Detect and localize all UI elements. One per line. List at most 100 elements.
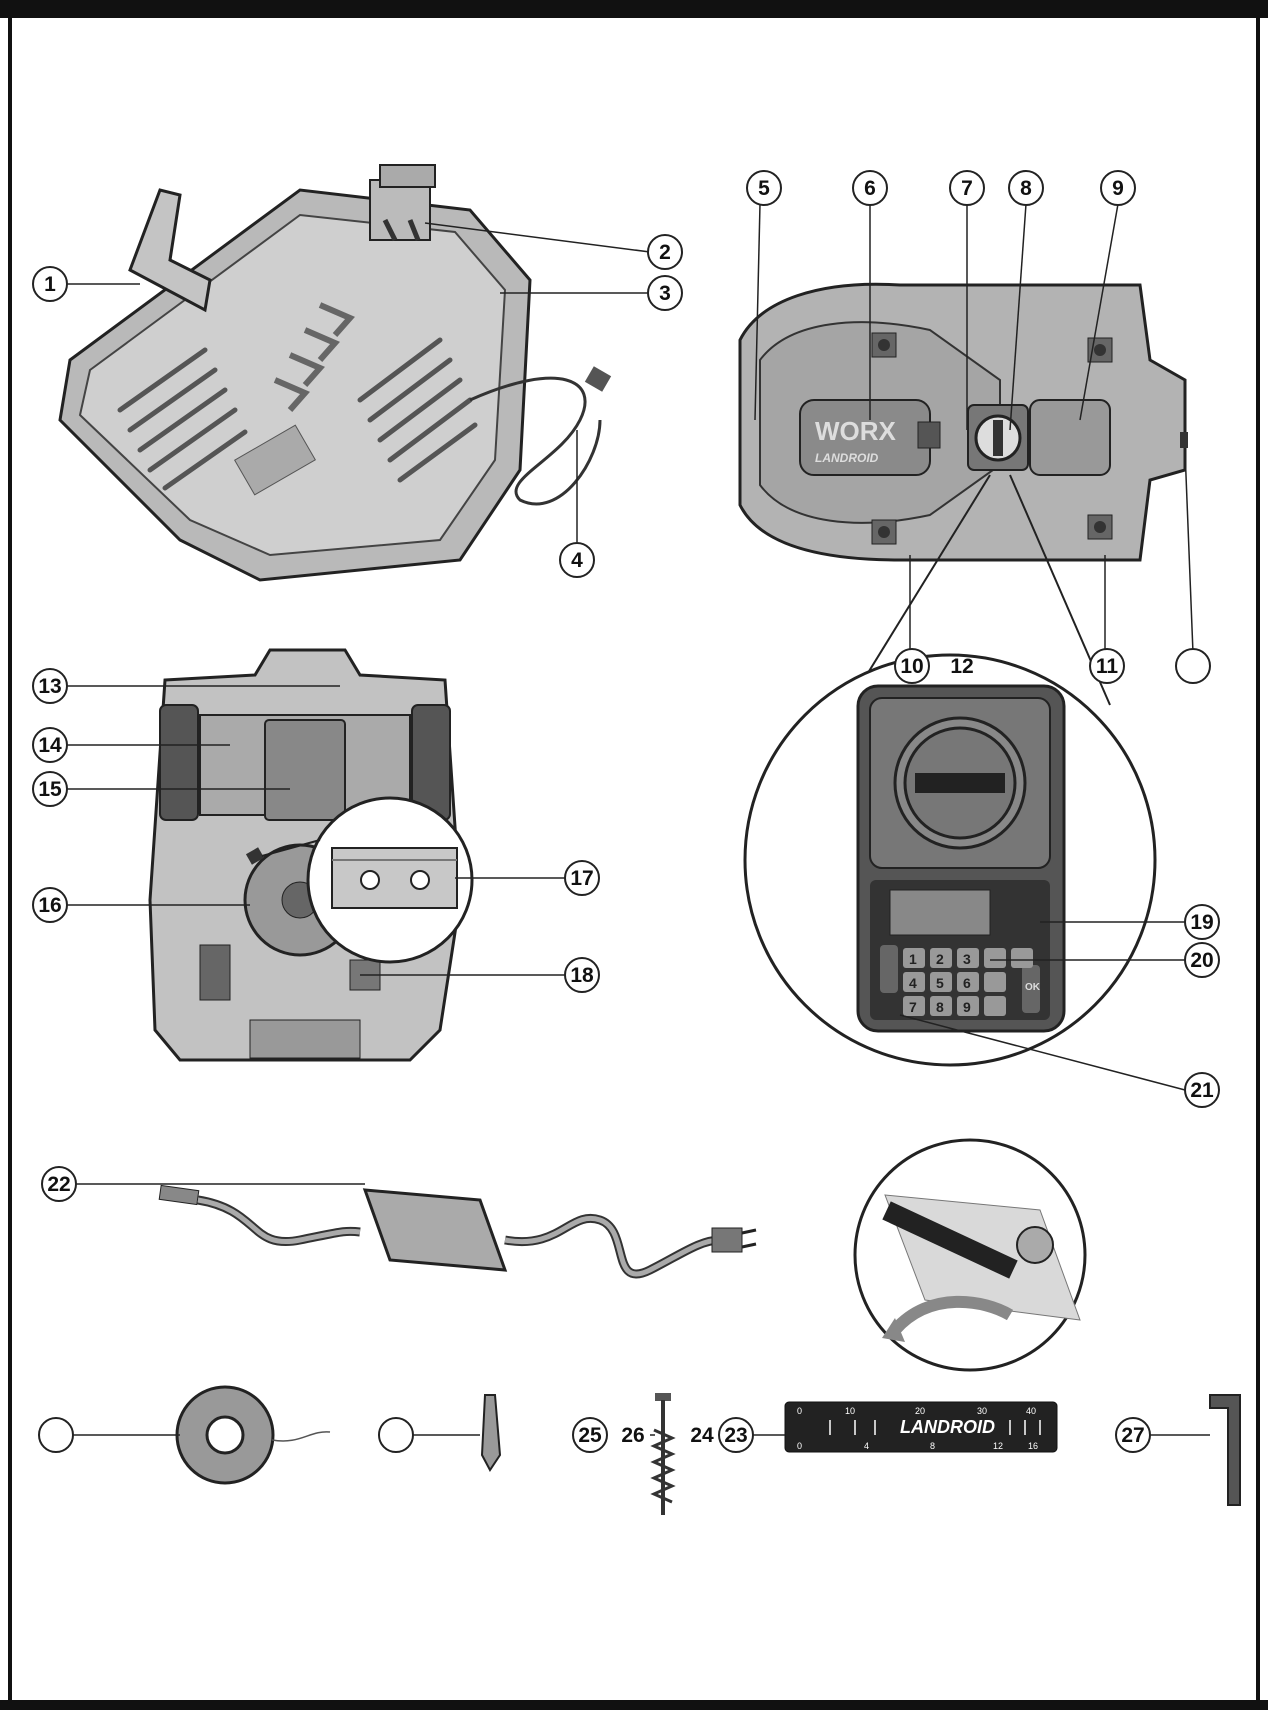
callout-18: 18 bbox=[564, 957, 600, 993]
keypad-key-9: 9 bbox=[963, 999, 971, 1015]
callout-7-label: 7 bbox=[961, 177, 973, 200]
callout-13-label: 13 bbox=[38, 675, 61, 698]
callout-25-label: 25 bbox=[578, 1424, 602, 1447]
keypad-detail: OK 1 2 3 4 5 6 7 8 9 bbox=[743, 474, 1157, 1067]
callout-11-label: 11 bbox=[1096, 655, 1119, 678]
keypad-key-4: 4 bbox=[909, 975, 917, 991]
up-arrow-key-icon bbox=[984, 948, 1006, 968]
callout-17: 17 bbox=[564, 860, 600, 896]
wire-peg bbox=[480, 1394, 502, 1472]
ruler-top-30: 30 bbox=[977, 1406, 987, 1416]
callout-23: 23 bbox=[718, 1417, 754, 1453]
callout-26-label: 26 bbox=[621, 1424, 644, 1447]
callout-10-label: 10 bbox=[900, 655, 923, 678]
callout-15-label: 15 bbox=[38, 778, 62, 801]
callout-24-label: 24 bbox=[690, 1424, 714, 1447]
callout-9: 9 bbox=[1100, 170, 1136, 206]
keypad-keys: 1 2 3 4 5 6 7 8 9 bbox=[903, 948, 1033, 1016]
callout-21-label: 21 bbox=[1190, 1079, 1214, 1102]
allen-key bbox=[1209, 1394, 1241, 1506]
page-border-top bbox=[0, 0, 1268, 18]
callout-6: 6 bbox=[852, 170, 888, 206]
callout-21: 21 bbox=[1184, 1072, 1220, 1108]
callout-2: 2 bbox=[647, 234, 683, 270]
callout-16-label: 16 bbox=[38, 894, 61, 917]
ruler-top-10: 10 bbox=[845, 1406, 855, 1416]
keypad-key-2: 2 bbox=[936, 951, 944, 967]
callout-blank-wire bbox=[38, 1417, 74, 1453]
callout-27: 27 bbox=[1115, 1417, 1151, 1453]
lawn-screw bbox=[650, 1393, 676, 1515]
ruler-top-40: 40 bbox=[1026, 1406, 1036, 1416]
back-key-icon bbox=[1011, 948, 1033, 968]
ruler-bottom-16: 16 bbox=[1028, 1441, 1038, 1451]
mower-bottom-view bbox=[148, 648, 474, 1062]
callout-12-label: 12 bbox=[950, 655, 973, 678]
down-arrow-key-icon bbox=[984, 972, 1006, 992]
callout-14: 14 bbox=[32, 727, 68, 763]
keypad-key-3: 3 bbox=[963, 951, 971, 967]
callout-11: 11 bbox=[1089, 648, 1125, 684]
keypad-key-1: 1 bbox=[909, 951, 917, 967]
callout-5-label: 5 bbox=[758, 177, 770, 200]
callout-blank-peg bbox=[378, 1417, 414, 1453]
callout-4-label: 4 bbox=[571, 549, 583, 572]
ruler-top-0: 0 bbox=[797, 1406, 802, 1416]
callout-8-label: 8 bbox=[1020, 177, 1032, 200]
worx-logo: WORX bbox=[815, 416, 897, 446]
callout-5: 5 bbox=[746, 170, 782, 206]
keypad-ok-label: OK bbox=[1025, 982, 1041, 993]
callout-19: 19 bbox=[1184, 904, 1220, 940]
ruler-bottom-4: 4 bbox=[864, 1441, 869, 1451]
callout-3-label: 3 bbox=[659, 282, 671, 305]
ruler-bottom-0: 0 bbox=[797, 1441, 802, 1451]
callout-24: 24 bbox=[690, 1424, 714, 1447]
callout-19-label: 19 bbox=[1190, 911, 1213, 934]
callout-20-label: 20 bbox=[1190, 949, 1213, 972]
keypad-key-6: 6 bbox=[963, 975, 971, 991]
callout-2-label: 2 bbox=[659, 241, 671, 264]
callout-6-label: 6 bbox=[864, 177, 876, 200]
height-ruler: LANDROID 0 10 20 30 40 0 4 8 12 16 bbox=[784, 1401, 1058, 1453]
charging-station bbox=[58, 164, 612, 582]
mower-top-view: WORX LANDROID bbox=[738, 282, 1188, 562]
page-border-bottom bbox=[0, 1700, 1268, 1710]
callout-15: 15 bbox=[32, 771, 68, 807]
callout-17-label: 17 bbox=[570, 867, 593, 890]
leader-lines bbox=[64, 203, 1210, 1436]
callout-16: 16 bbox=[32, 887, 68, 923]
callout-22: 22 bbox=[41, 1166, 77, 1202]
keypad-key-8: 8 bbox=[936, 999, 944, 1015]
callout-8: 8 bbox=[1008, 170, 1044, 206]
accessories-row: LANDROID 0 10 20 30 40 0 4 8 12 16 bbox=[175, 1385, 1241, 1515]
keypad-key-7: 7 bbox=[909, 999, 917, 1015]
landroid-logo: LANDROID bbox=[815, 451, 879, 465]
callout-1: 1 bbox=[32, 266, 68, 302]
ruler-top-20: 20 bbox=[915, 1406, 925, 1416]
page-border-left bbox=[8, 10, 12, 1700]
callout-blank-right bbox=[1175, 648, 1211, 684]
callout-18-label: 18 bbox=[570, 964, 594, 987]
callout-10: 10 bbox=[894, 648, 930, 684]
callout-22-label: 22 bbox=[47, 1173, 70, 1196]
keypad-key-5: 5 bbox=[936, 975, 944, 991]
page-border-right bbox=[1256, 10, 1260, 1700]
callout-4: 4 bbox=[559, 542, 595, 578]
height-adjust-detail bbox=[853, 1138, 1087, 1372]
callout-26: 26 bbox=[621, 1424, 644, 1447]
callout-25: 25 bbox=[572, 1417, 608, 1453]
callout-7: 7 bbox=[949, 170, 985, 206]
callout-20: 20 bbox=[1184, 942, 1220, 978]
menu-key-icon bbox=[984, 996, 1006, 1016]
callout-12: 12 bbox=[950, 655, 973, 678]
ruler-bottom-12: 12 bbox=[993, 1441, 1003, 1451]
callout-9-label: 9 bbox=[1112, 177, 1124, 200]
callout-1-label: 1 bbox=[44, 273, 56, 296]
callout-14-label: 14 bbox=[38, 734, 62, 757]
callout-13: 13 bbox=[32, 668, 68, 704]
callout-23-label: 23 bbox=[724, 1424, 747, 1447]
callout-27-label: 27 bbox=[1121, 1424, 1144, 1447]
ruler-bottom-8: 8 bbox=[930, 1441, 935, 1451]
